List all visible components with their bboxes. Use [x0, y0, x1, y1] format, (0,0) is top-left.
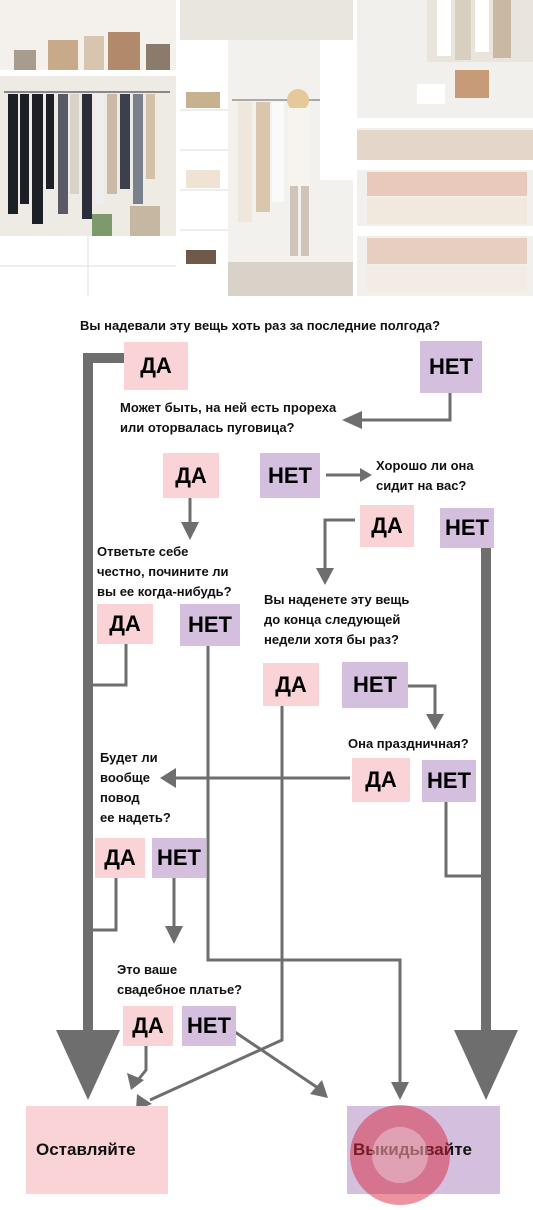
main-yes-line [83, 353, 124, 1030]
question-line: до конца следующей [264, 612, 401, 627]
main-no-arrowhead [454, 1030, 518, 1100]
q8-no-box: НЕТ [182, 1006, 236, 1046]
question-will-repair: Ответьте себе честно, почините ли вы ее … [97, 542, 232, 602]
q4-yes-box: ДА [97, 604, 153, 644]
arrow-q5-no [408, 684, 437, 718]
pin-watermark-icon [350, 1105, 450, 1205]
arrow-q7-yes [88, 878, 118, 932]
question-line: Ответьте себе [97, 544, 189, 559]
question-line: Будет ли [100, 750, 158, 765]
question-line: ее надеть? [100, 810, 171, 825]
arrow-q1-no [360, 393, 452, 422]
wardrobe-rack-photo [0, 0, 176, 296]
closet-woman-photo [180, 0, 353, 296]
outcome-discard: Выкидывайте [347, 1106, 500, 1194]
q7-no-box: НЕТ [152, 838, 206, 878]
arrow-q8-no [231, 1028, 319, 1090]
q4-no-box: НЕТ [180, 604, 240, 646]
question-occasion: Будет ли вообще повод ее надеть? [100, 748, 171, 828]
question-worn-last-half-year: Вы надевали эту вещь хоть раз за последн… [80, 318, 441, 333]
arrow-q4-yes [88, 644, 128, 687]
arrow-q6-no [444, 802, 486, 878]
question-wear-next-week: Вы наденете эту вещь до конца следующей … [264, 590, 409, 650]
question-line: Хорошо ли она [376, 458, 474, 473]
question-line: вы ее когда-нибудь? [97, 584, 232, 599]
question-fits-well: Хорошо ли она сидит на вас? [376, 456, 474, 496]
question-line: честно, почините ли [97, 564, 229, 579]
question-line: Может быть, на ней есть прореха [120, 400, 337, 415]
q7-yes-box: ДА [95, 838, 145, 878]
outcome-keep: Оставляйте [26, 1106, 168, 1194]
q6-no-box: НЕТ [422, 760, 476, 802]
question-line: недели хотя бы раз? [264, 632, 399, 647]
q2-yes-box: ДА [163, 453, 219, 498]
q5-yes-box: ДА [263, 663, 319, 706]
question-line: свадебное платье? [117, 982, 243, 997]
question-line: Вы наденете эту вещь [264, 592, 410, 607]
question-line: сидит на вас? [376, 478, 467, 493]
q3-yes-box: ДА [360, 505, 414, 547]
q8-yes-box: ДА [123, 1006, 173, 1046]
arrow-q3-yes [323, 518, 355, 575]
q6-yes-box: ДА [352, 758, 410, 802]
question-festive: Она праздничная? [348, 736, 469, 751]
arrow-q5-yes [149, 706, 284, 1102]
q1-no-box: НЕТ [420, 341, 482, 393]
arrow-q8-yes [136, 1046, 148, 1081]
arrow-q4-no [206, 646, 402, 1090]
question-line: или оторвалась пуговица? [120, 420, 295, 435]
q2-no-box: НЕТ [260, 453, 320, 498]
q5-no-box: НЕТ [342, 662, 408, 708]
question-line: Это ваше [117, 962, 178, 977]
drawer-sweaters-photo [357, 0, 533, 296]
question-wedding-dress: Это ваше свадебное платье? [117, 960, 242, 1000]
q1-yes-box: ДА [124, 342, 188, 390]
question-line: вообще [100, 770, 150, 785]
q3-no-box: НЕТ [440, 508, 494, 548]
question-tear-or-button: Может быть, на ней есть прореха или отор… [120, 398, 336, 438]
question-line: повод [100, 790, 140, 805]
main-yes-arrowhead [56, 1030, 120, 1100]
